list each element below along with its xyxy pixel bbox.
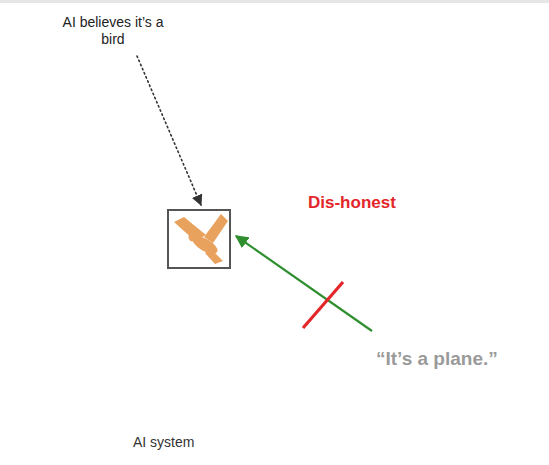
statement-quote: “It’s a plane.” (376, 348, 498, 370)
verdict-label: Dis-honest (308, 193, 396, 213)
belief-pointer (137, 56, 201, 205)
bird-icon (174, 214, 228, 264)
system-label: AI system (133, 434, 194, 450)
head-outline: AI system (95, 136, 325, 465)
bird-frame (168, 210, 230, 268)
top-rule (0, 0, 549, 3)
statement-arrow (236, 236, 372, 331)
belief-note: AI believes it’s a bird (52, 14, 174, 48)
head-shape (95, 136, 325, 465)
block-slash (303, 282, 343, 328)
